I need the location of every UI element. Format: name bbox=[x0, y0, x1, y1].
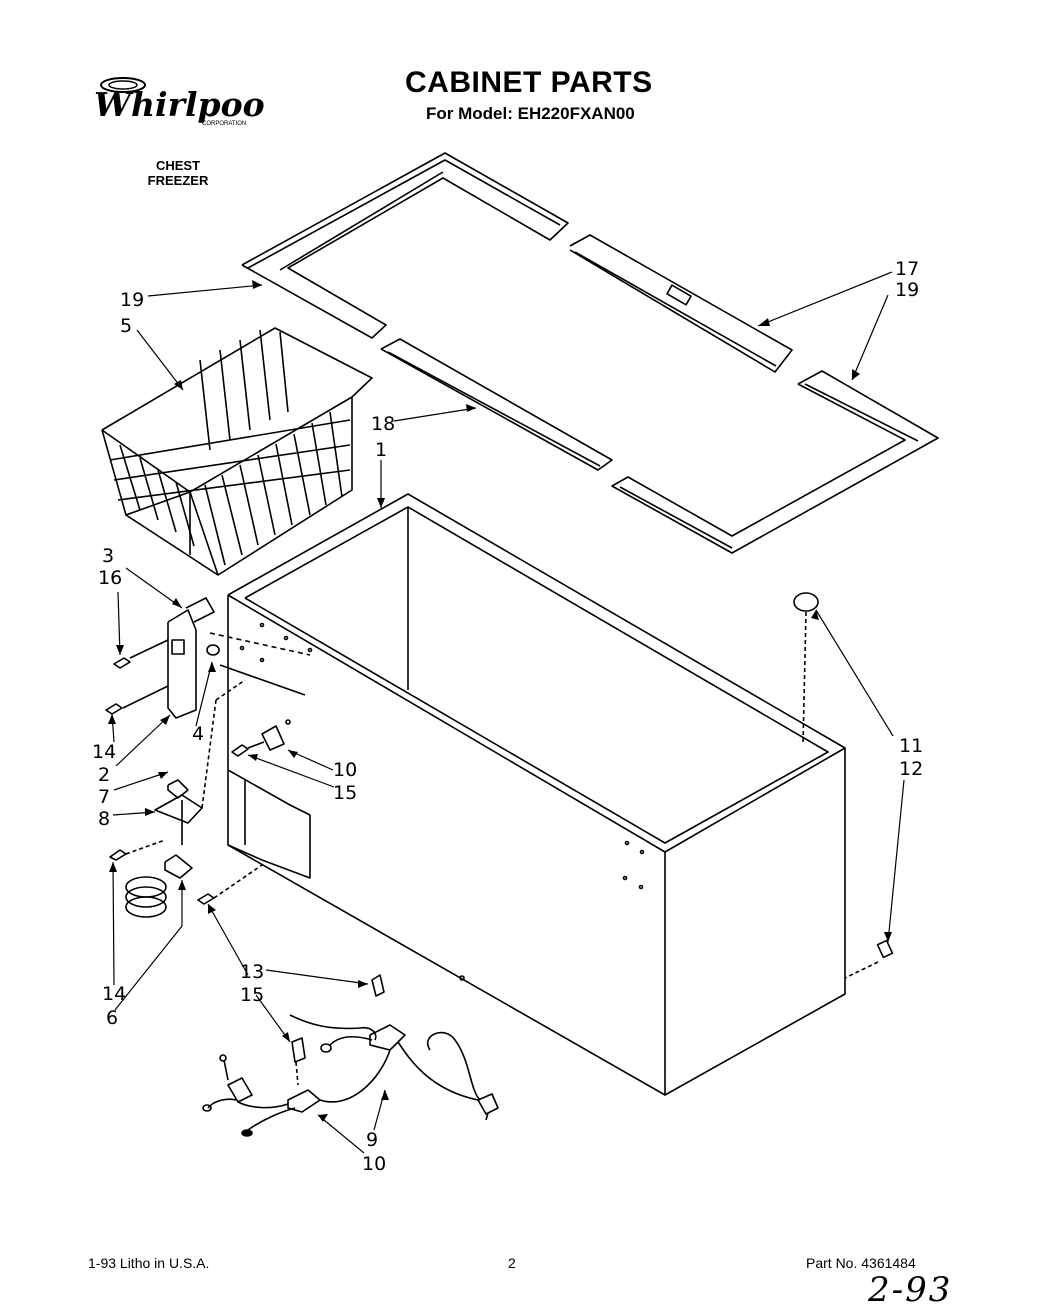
callout-8: 8 bbox=[98, 808, 110, 830]
power-cord-coil bbox=[126, 877, 166, 917]
wiring-harness bbox=[203, 975, 498, 1136]
callout-19-left: 19 bbox=[120, 289, 144, 311]
latch-bracket bbox=[155, 680, 245, 878]
page-number: 2 bbox=[508, 1255, 516, 1271]
callout-6: 6 bbox=[106, 1007, 118, 1029]
callout-2: 2 bbox=[98, 764, 110, 786]
callout-10-lower: 10 bbox=[362, 1153, 386, 1175]
product-type: CHEST FREEZER bbox=[118, 158, 238, 188]
cabinet-body bbox=[228, 494, 845, 1095]
callout-16: 16 bbox=[98, 567, 122, 589]
product-type-line-2: FREEZER bbox=[147, 173, 209, 188]
leader-lines bbox=[112, 272, 904, 1153]
model-number: For Model: EH220FXAN00 bbox=[426, 104, 635, 123]
callout-15-upper: 15 bbox=[333, 782, 357, 804]
footer-litho: 1-93 Litho in U.S.A. bbox=[88, 1255, 210, 1271]
callout-14-bottom: 14 bbox=[102, 983, 126, 1005]
callout-3: 3 bbox=[102, 545, 114, 567]
callout-18: 18 bbox=[371, 413, 395, 435]
callout-19-right: 19 bbox=[895, 279, 919, 301]
drain-plug bbox=[794, 593, 818, 745]
lid-gasket-frame-right bbox=[612, 371, 938, 553]
screw-set-left bbox=[106, 658, 262, 904]
svg-text:CORPORATION: CORPORATION bbox=[202, 121, 246, 127]
product-type-line-1: CHEST bbox=[155, 158, 201, 173]
arrow-heads bbox=[108, 280, 892, 1122]
lid-gasket-frame-front bbox=[381, 339, 612, 470]
light-switch bbox=[248, 720, 290, 750]
callout-17: 17 bbox=[895, 258, 919, 280]
callout-11: 11 bbox=[899, 735, 923, 757]
lid-gasket-frame-back bbox=[242, 153, 568, 338]
callout-5: 5 bbox=[120, 315, 132, 337]
callout-12: 12 bbox=[899, 758, 923, 780]
callout-4: 4 bbox=[192, 723, 204, 745]
svg-text:Whirlpool: Whirlpool bbox=[94, 85, 265, 124]
drain-cap bbox=[845, 941, 892, 978]
handwritten-date: 2-93 bbox=[868, 1270, 953, 1310]
lid-hinge bbox=[123, 598, 310, 718]
lid-gasket-frame-top bbox=[570, 235, 792, 372]
callout-9: 9 bbox=[366, 1129, 378, 1151]
callout-10-upper: 10 bbox=[333, 759, 357, 781]
callout-7: 7 bbox=[98, 786, 110, 808]
wire-basket bbox=[102, 328, 372, 575]
callout-14-top: 14 bbox=[92, 741, 116, 763]
part-number: Part No. 4361484 bbox=[806, 1255, 916, 1271]
callout-13: 13 bbox=[240, 961, 264, 983]
whirlpool-logo: Whirlpool CORPORATION bbox=[94, 72, 265, 127]
page-title: CABINET PARTS bbox=[405, 66, 653, 99]
callout-15-lower: 15 bbox=[240, 984, 264, 1006]
callout-labels: 17 19 19 5 18 1 3 16 4 14 2 7 8 10 15 11… bbox=[92, 258, 923, 1175]
callout-1: 1 bbox=[375, 439, 387, 461]
